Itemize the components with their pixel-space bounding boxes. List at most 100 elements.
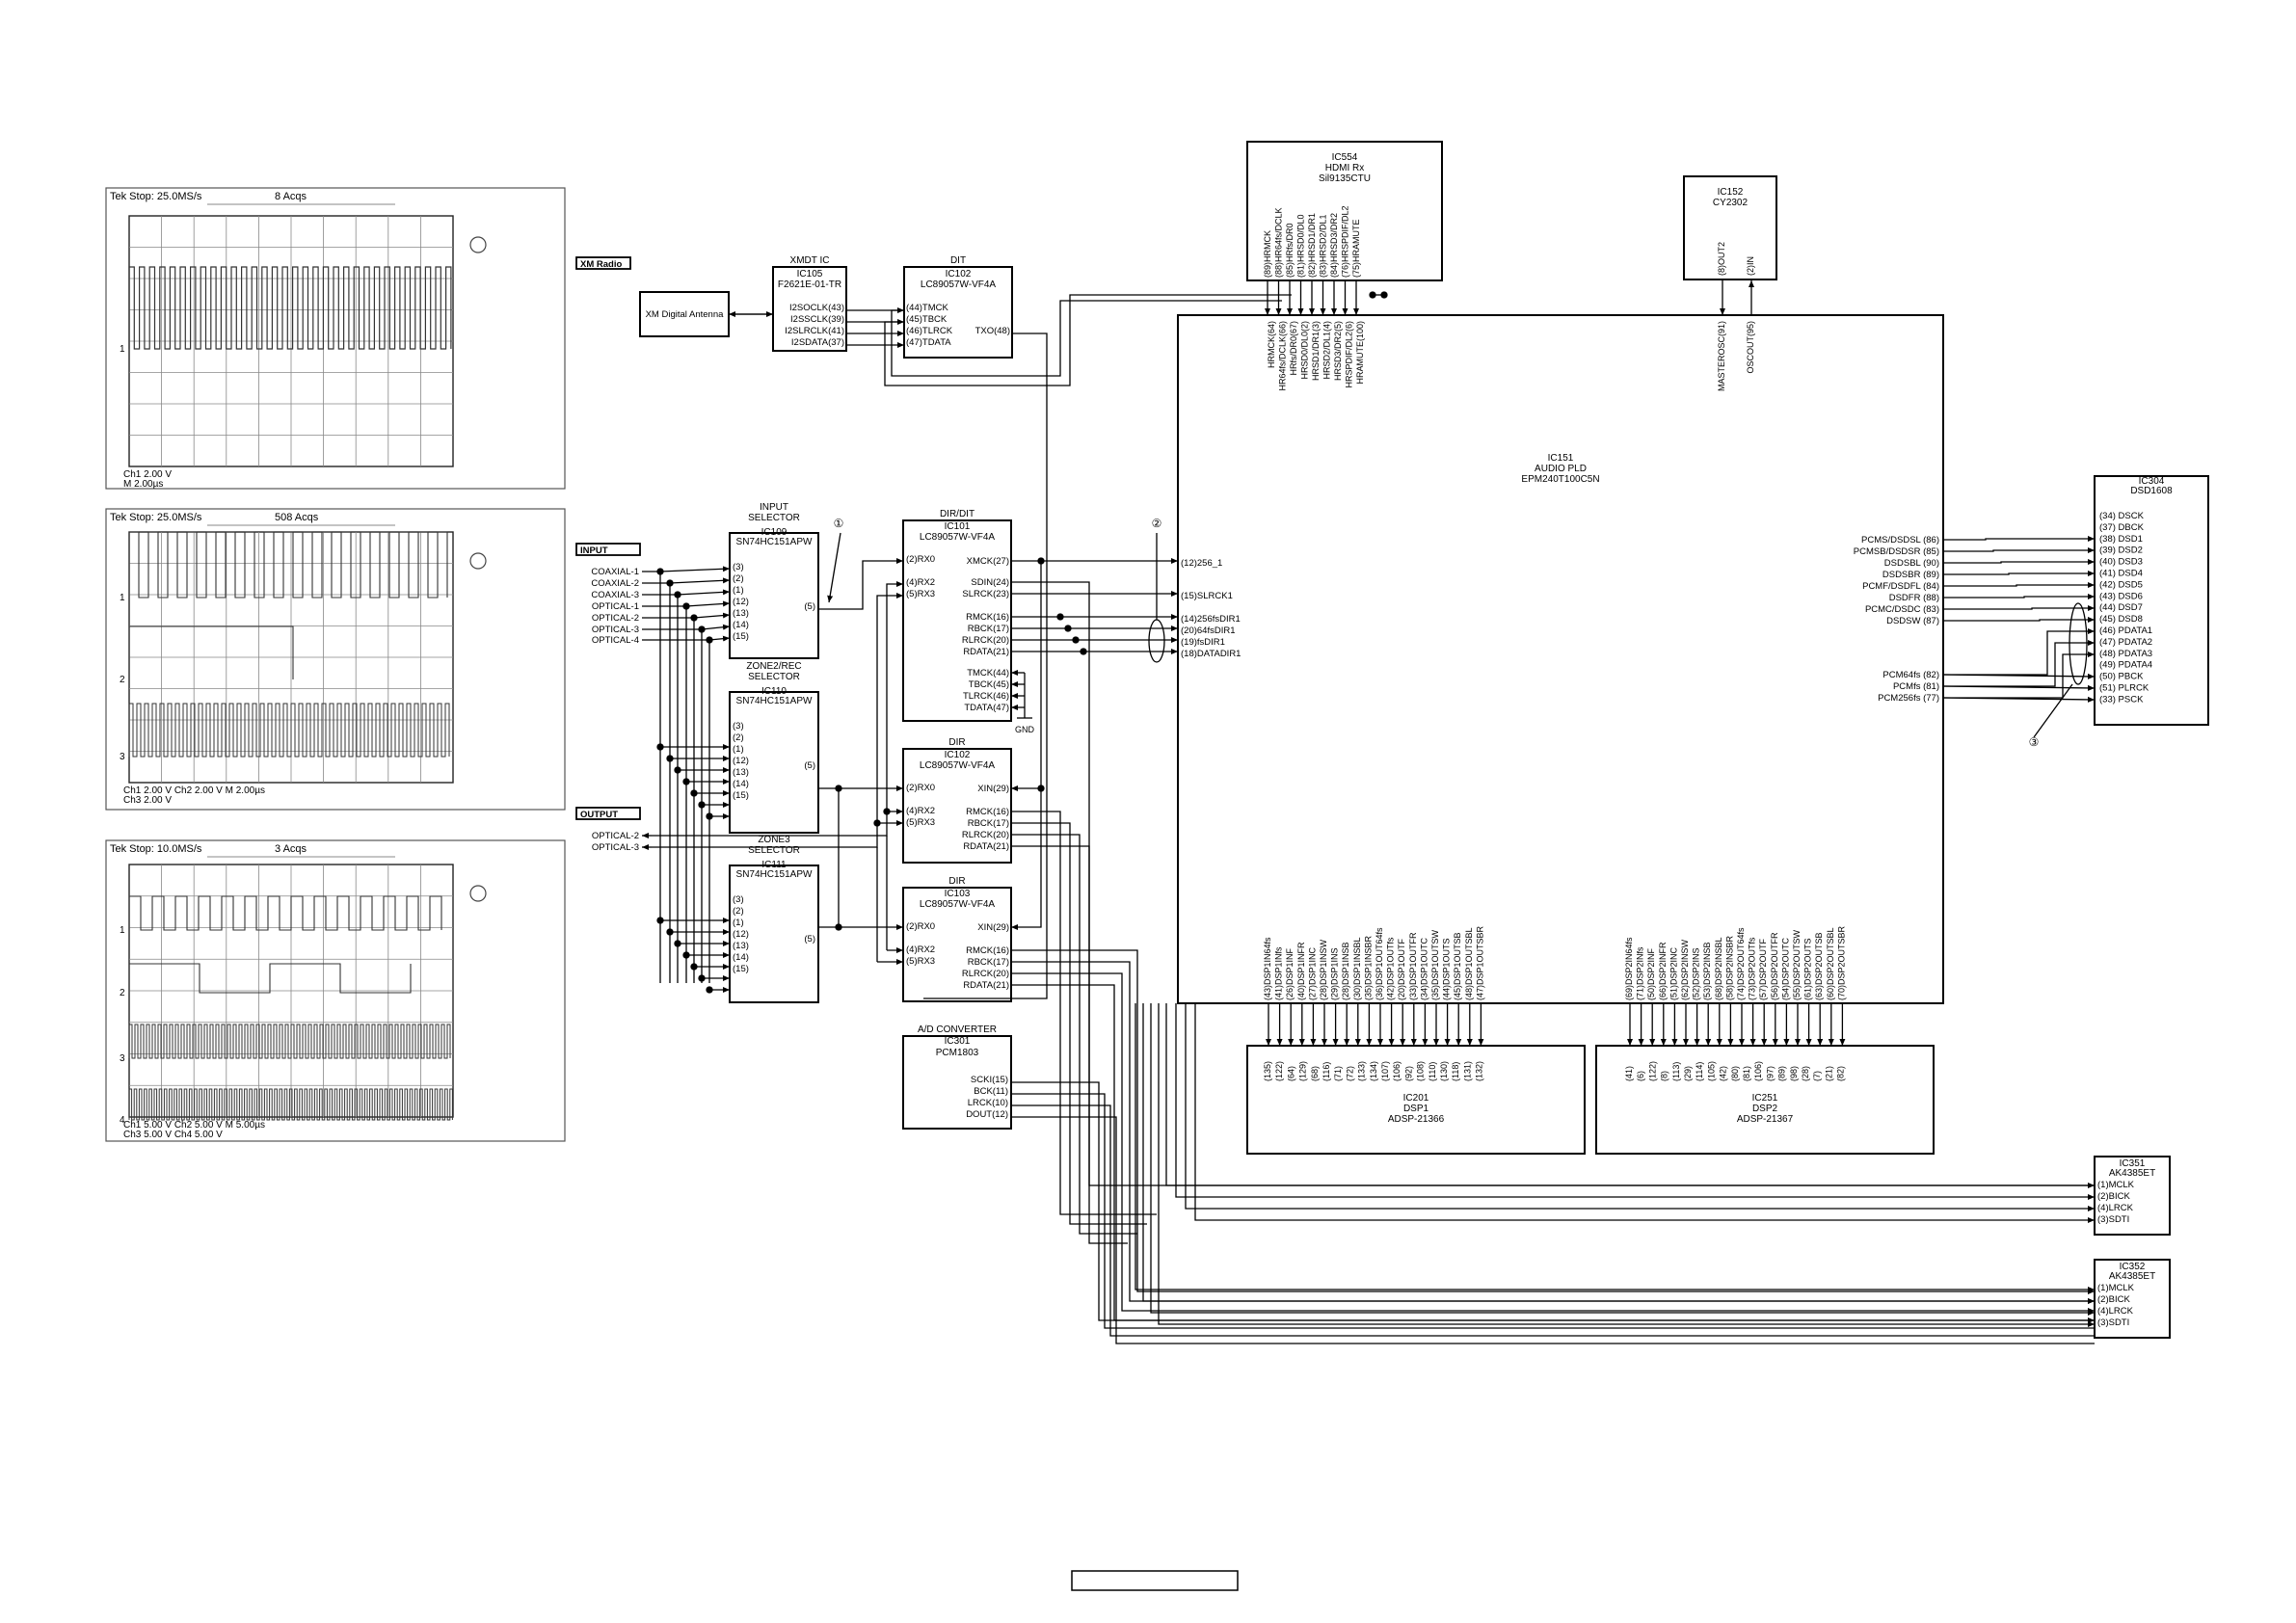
ic304-pin: (42) DSD5 [2099, 579, 2143, 590]
ic554-pin: (83)HRSD2/DL1 [1319, 214, 1328, 278]
ic151-bottom-pin: (52)DSP2INS [1692, 947, 1701, 1000]
ic201-pin: (110) [1428, 1062, 1437, 1081]
ic251-pin: (81) [1742, 1066, 1751, 1081]
ic110-pin-r: (5) [804, 760, 815, 771]
ic110-pin: (2) [733, 732, 744, 743]
wire [1943, 547, 2095, 553]
ic101-pin-r: RMCK(16) [966, 612, 1009, 623]
ic554-pin: (75)HRAMUTE [1351, 219, 1361, 278]
bus-marker-3 [2069, 602, 2088, 685]
ic101-title-0: DIR/DIT [940, 509, 974, 519]
ic151-bottom-pin: (28)DSP1INSB [1341, 942, 1350, 1000]
ic-blocks [575, 141, 2209, 1591]
ic109-title-3: SN74HC151APW [736, 537, 813, 547]
wire [693, 612, 731, 619]
ic109-pin: (1) [733, 585, 744, 596]
ic102b-pin-l: (4)RX2 [906, 806, 935, 816]
ic554-pin: (89)HRMCK [1263, 230, 1272, 278]
ic151-top-pin: HRSPDIF/DL2(6) [1345, 321, 1354, 388]
ic151-bottom-pin: (35)DSP1INSBR [1363, 935, 1373, 1000]
gnd-label: GND [1015, 725, 1035, 734]
ic103-title-2: LC89057W-VF4A [920, 899, 996, 910]
wire [1943, 536, 2095, 542]
ic103-block [902, 887, 1012, 1002]
scope-trace-2 [128, 625, 294, 679]
output-label: OPTICAL-2 [592, 831, 639, 841]
wire [652, 581, 903, 837]
input-label: OPTICAL-4 [592, 635, 639, 646]
ic201-pin: (107) [1380, 1061, 1390, 1081]
ic151-block [1177, 314, 1944, 1004]
ic101-pin-r: TLRCK(46) [963, 691, 1009, 702]
scope-channel-marker: 1 [120, 593, 125, 603]
ic251-pin: (97) [1765, 1066, 1775, 1081]
scope-acqs: 508 Acqs [275, 512, 319, 523]
ic151-bottom-pin: (60)DSP2OUTSBL [1826, 927, 1835, 1000]
output-label: OPTICAL-3 [592, 842, 639, 853]
ic351-title-0: IC351 [2120, 1158, 2146, 1169]
ic109-pin: (12) [733, 597, 749, 607]
ic102b-title-1: IC102 [945, 750, 971, 760]
ic251-block [1595, 1045, 1935, 1155]
ic554-pin: (85)HRfs/DR0 [1285, 223, 1295, 278]
tag-output-frame [575, 807, 641, 820]
scope-channel-marker: 3 [120, 752, 125, 762]
ic201-pin: (72) [1345, 1066, 1354, 1081]
ic103-pin-r: RBCK(17) [968, 957, 1009, 968]
wire [685, 600, 731, 607]
ic352-pin: (1)MCLK [2097, 1283, 2135, 1293]
ic151-bottom-pin: (50)DSP2INF [1646, 947, 1656, 1000]
ic251-pin: (114) [1695, 1062, 1704, 1081]
ic151-top-pin: HRfs/DR0(67) [1289, 321, 1298, 376]
tag-output: OUTPUT [580, 810, 618, 820]
ic304-pin: (37) DBCK [2099, 522, 2145, 533]
ic151-bottom-pin: (53)DSP2INSB [1702, 942, 1712, 1000]
ic102b-pin-r: RLRCK(20) [962, 830, 1009, 840]
ic304-pin: (49) PDATA4 [2099, 660, 2152, 671]
wire [1165, 1003, 2095, 1188]
tag-input-frame [575, 543, 641, 556]
ic111-pin: (15) [733, 964, 749, 974]
ic151-top-pin-r: MASTEROSC(91) [1717, 321, 1726, 391]
ic151-right-pin: DSDSW (87) [1886, 616, 1939, 626]
ic105-title-1: IC105 [797, 269, 823, 279]
ic201-pin: (68) [1310, 1066, 1320, 1081]
ic109-pin: (2) [733, 573, 744, 584]
ic151-bottom-pin: (26)DSP1INF [1285, 947, 1295, 1000]
ic352-pin: (2)BICK [2097, 1294, 2130, 1305]
ic301-block [902, 1035, 1012, 1130]
junction-dot [1064, 625, 1072, 632]
tag-xm-radio: XM Radio [580, 259, 622, 270]
ic111-pin: (13) [733, 941, 749, 951]
ic151-bottom-pin: (27)DSP1INC [1307, 946, 1317, 1000]
ic304-pin: (45) DSD8 [2099, 614, 2143, 625]
ic554-title-2: Sil9135CTU [1319, 173, 1371, 184]
wire [677, 589, 731, 596]
ic301-title-2: PCM1803 [936, 1048, 979, 1058]
ic101-pin-r: TBCK(45) [969, 679, 1009, 690]
ic251-pin: (106) [1753, 1061, 1763, 1081]
ic101-title-1: IC101 [945, 521, 971, 532]
ic201-pin: (135) [1263, 1061, 1272, 1081]
ic111-pin-r: (5) [804, 934, 815, 945]
ic111-title-3: SN74HC151APW [736, 869, 813, 880]
wire [701, 624, 731, 630]
junction-dot [1037, 785, 1045, 792]
ic102b-pin-r: XIN(29) [977, 784, 1009, 794]
wire [1942, 673, 2096, 679]
ic109-pin: (14) [733, 620, 749, 630]
wire [1943, 617, 2095, 623]
ic151-bottom-pin: (54)DSP2OUTC [1780, 937, 1790, 1000]
ic151-right-pin: DSDFR (88) [1889, 593, 1939, 603]
ic251-pin: (122) [1647, 1061, 1657, 1081]
ic101-title-2: LC89057W-VF4A [920, 532, 996, 543]
ic151-bottom-pin: (61)DSP2OUTS [1803, 938, 1813, 1000]
ic151-bottom-pin: (33)DSP1OUTFR [1408, 932, 1418, 1000]
ic101-pin-r: TMCK(44) [967, 668, 1009, 678]
ic151-bottom-pin: (51)DSP2INC [1669, 946, 1678, 1000]
ic109-title-0: INPUT [760, 502, 788, 513]
ic151-bottom-pin: (40)DSP1INFR [1296, 942, 1306, 1000]
